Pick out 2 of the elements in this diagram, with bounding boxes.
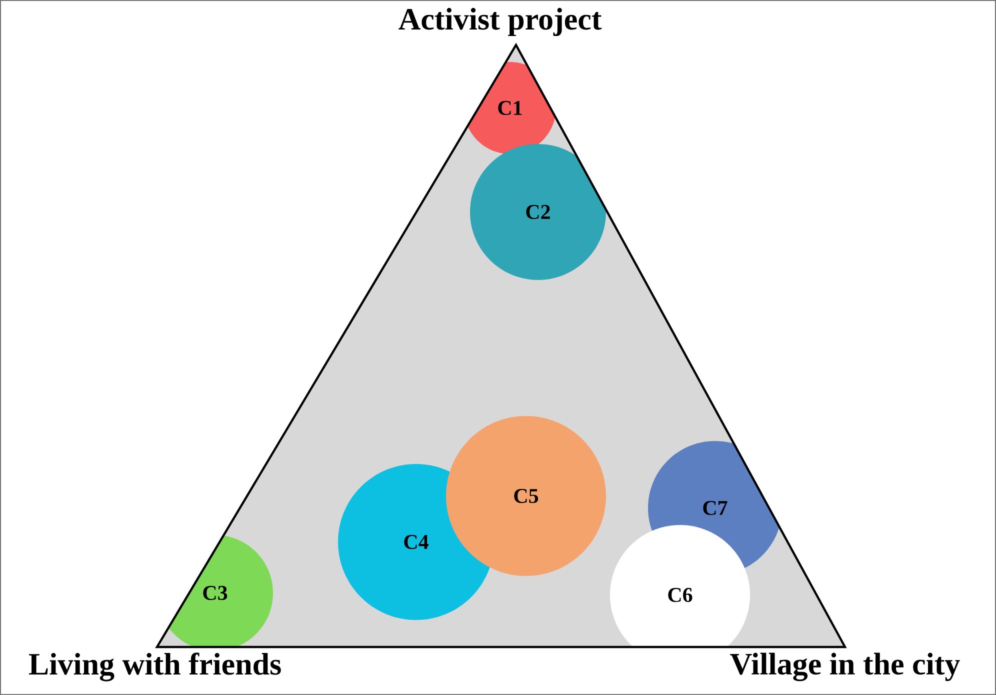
corner-label: Village in the city: [730, 652, 960, 682]
corner-label: Living with friends: [28, 652, 281, 682]
